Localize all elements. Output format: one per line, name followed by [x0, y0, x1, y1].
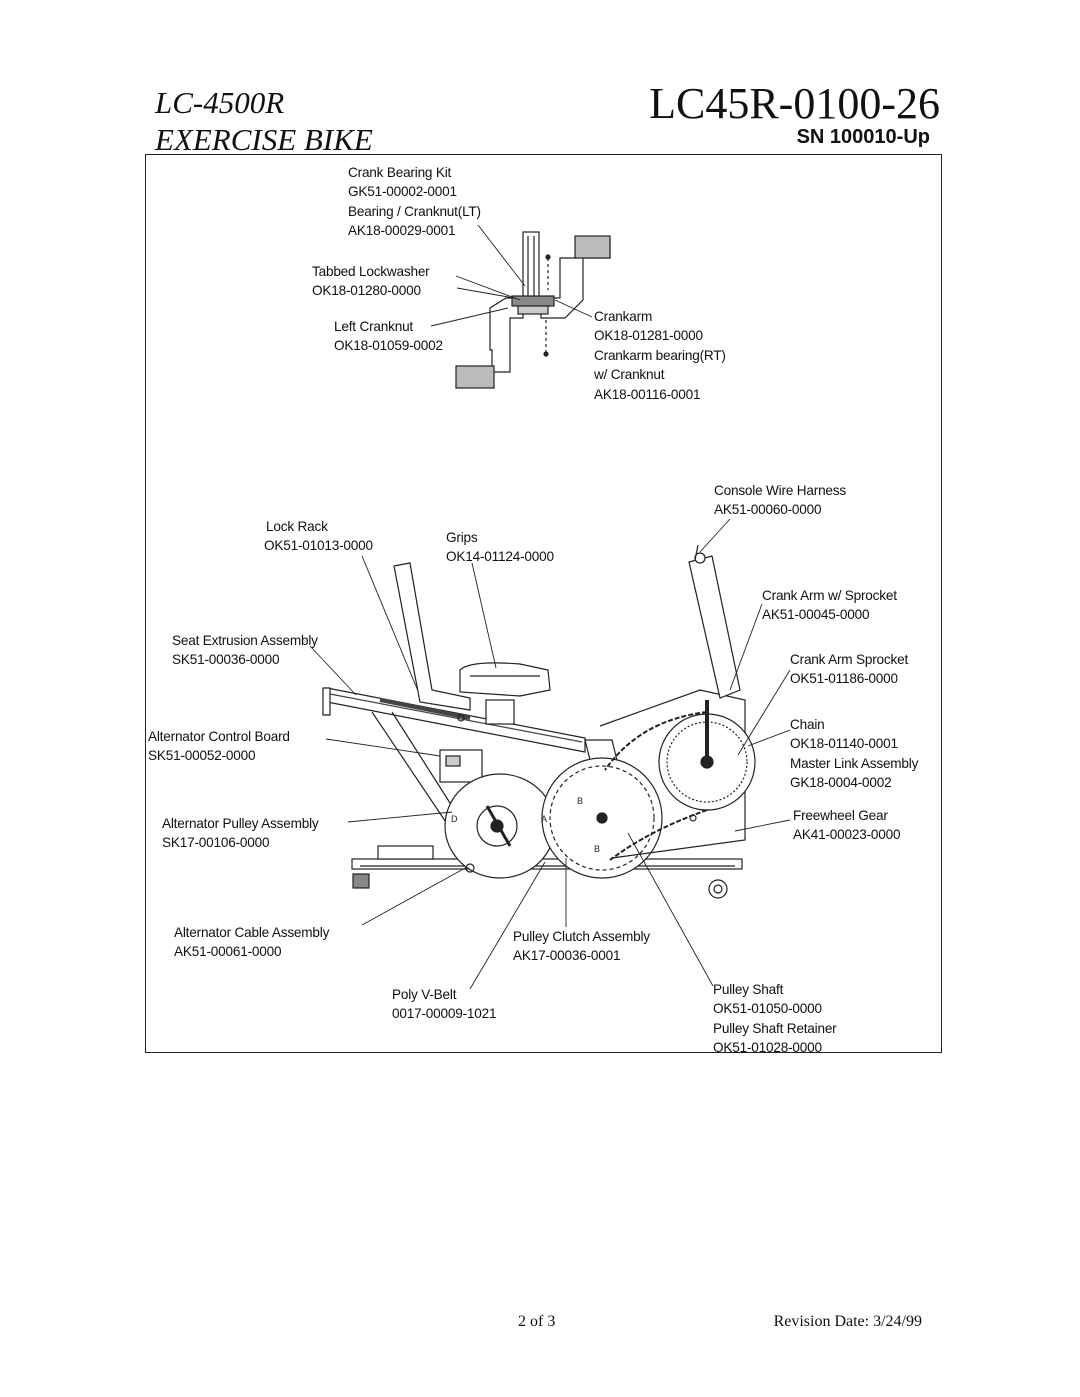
letter-b-upper: B [577, 796, 583, 806]
label-freewheel-gear: Freewheel Gear AK41-00023-0000 [793, 808, 901, 843]
label-pulley-clutch: Pulley Clutch Assembly AK17-00036-0001 [513, 929, 650, 964]
label-chain: Chain OK18-01140-0001 Master Link Assemb… [790, 717, 919, 791]
leader-lines [309, 224, 791, 990]
crank-assembly-drawing [455, 231, 611, 389]
model-number: LC-4500R [155, 85, 285, 120]
label-grips: Grips OK14-01124-0000 [446, 530, 554, 565]
label-crank-bearing-kit: Crank Bearing Kit GK51-00002-0001 Bearin… [348, 165, 481, 239]
label-pulley-shaft: Pulley Shaft OK51-01050-0000 Pulley Shaf… [713, 982, 837, 1056]
label-poly-vbelt: Poly V-Belt 0017-00009-1021 [392, 987, 497, 1022]
label-alternator-control-board: Alternator Control Board SK51-00052-0000 [148, 729, 290, 764]
label-console-wire-harness: Console Wire Harness AK51-00060-0000 [714, 483, 846, 518]
model-type: EXERCISE BIKE [155, 122, 373, 157]
label-crank-arm-sprocket: Crank Arm Sprocket OK51-01186-0000 [790, 652, 909, 687]
letter-a: A [541, 814, 547, 824]
label-left-cranknut: Left Cranknut OK18-01059-0002 [334, 319, 443, 354]
bike-frame-drawing [322, 544, 756, 899]
serial-range: SN 100010-Up [796, 126, 930, 148]
model-title: LC-4500R EXERCISE BIKE [155, 84, 373, 158]
page-number: 2 of 3 [518, 1313, 556, 1330]
letter-b-lower: B [594, 844, 600, 854]
letter-d: D [451, 814, 458, 824]
document-number: LC45R-0100-26 [649, 79, 940, 128]
label-seat-extrusion: Seat Extrusion Assembly SK51-00036-0000 [172, 633, 318, 668]
label-crank-arm-w-sprocket: Crank Arm w/ Sprocket AK51-00045-0000 [762, 588, 897, 623]
diagram-letters: D A B B [451, 796, 600, 854]
label-crankarm: Crankarm OK18-01281-0000 Crankarm bearin… [594, 309, 726, 402]
diagram-frame [145, 154, 942, 1053]
revision-date: Revision Date: 3/24/99 [773, 1313, 922, 1330]
label-alternator-pulley: Alternator Pulley Assembly SK17-00106-00… [162, 816, 319, 851]
label-tabbed-lockwasher: Tabbed Lockwasher OK18-01280-0000 [312, 264, 430, 299]
label-alternator-cable: Alternator Cable Assembly AK51-00061-000… [174, 925, 330, 960]
label-lock-rack: Lock Rack OK51-01013-0000 [264, 519, 373, 554]
